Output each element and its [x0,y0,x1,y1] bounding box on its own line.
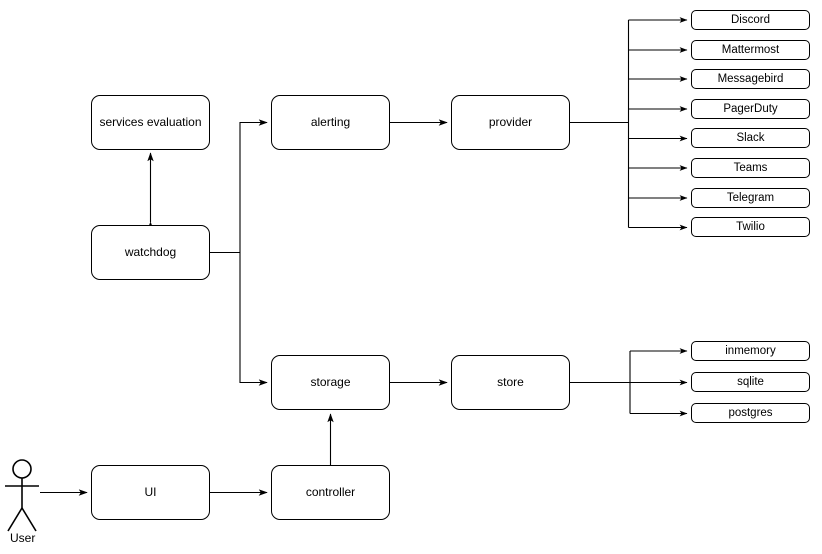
node-provider-twilio[interactable]: Twilio [691,217,810,237]
node-controller[interactable]: controller [271,465,390,520]
node-label: Teams [733,161,768,174]
edge-bus-to-storage [239,252,268,386]
node-label: controller [305,484,356,499]
node-label: storage [310,374,351,389]
actor-label: User [10,531,36,545]
node-store-inmemory[interactable]: inmemory [691,341,810,361]
node-label: PagerDuty [723,102,778,115]
node-store-postgres[interactable]: postgres [691,403,810,423]
stick-figure-actor-icon [5,459,39,532]
node-store[interactable]: store [451,355,570,410]
node-label: store [497,374,524,389]
node-label: watchdog [124,244,177,259]
node-provider-teams[interactable]: Teams [691,158,810,178]
node-provider-pagerduty[interactable]: PagerDuty [691,99,810,119]
node-label: Mattermost [721,43,780,56]
node-label: alerting [310,114,351,129]
node-watchdog[interactable]: watchdog [91,225,210,280]
node-label: Slack [736,131,765,144]
node-label: postgres [728,406,773,419]
node-label: inmemory [725,344,776,357]
edge-bus-to-alerting [239,119,268,253]
node-alerting[interactable]: alerting [271,95,390,150]
node-provider[interactable]: provider [451,95,570,150]
node-provider-messagebird[interactable]: Messagebird [691,69,810,89]
node-services-evaluation[interactable]: services evaluation [91,95,210,150]
node-label: sqlite [737,375,764,388]
node-label: Telegram [726,191,775,204]
node-label: services evaluation [99,114,202,129]
node-label: Messagebird [717,72,784,85]
node-provider-discord[interactable]: Discord [691,10,810,30]
node-label: provider [488,114,533,129]
node-label: Twilio [736,220,765,233]
node-provider-mattermost[interactable]: Mattermost [691,40,810,60]
node-provider-telegram[interactable]: Telegram [691,188,810,208]
node-label: Discord [731,13,770,26]
node-ui[interactable]: UI [91,465,210,520]
node-label: UI [144,484,157,499]
node-store-sqlite[interactable]: sqlite [691,372,810,392]
node-provider-slack[interactable]: Slack [691,128,810,148]
node-storage[interactable]: storage [271,355,390,410]
